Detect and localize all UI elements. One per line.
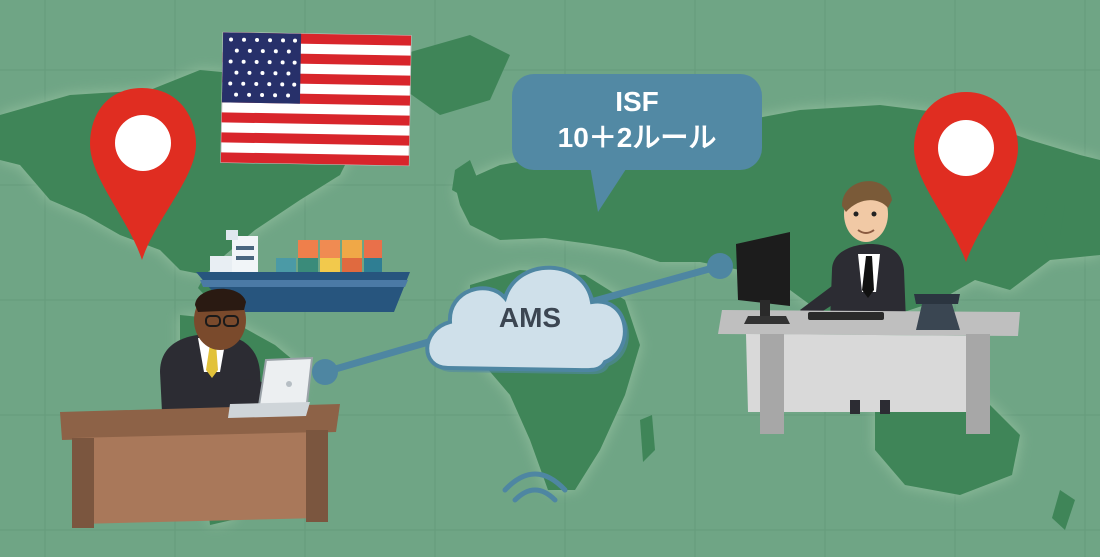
wifi-icon <box>502 471 568 503</box>
computer-monitor-icon <box>736 232 790 324</box>
right-connector-node <box>707 253 733 279</box>
location-pin-icon-right <box>914 92 1018 262</box>
cloud-icon <box>425 265 629 375</box>
laptop-icon <box>228 356 314 418</box>
speech-bubble-line2: 10＋2ルール <box>557 122 717 153</box>
speech-bubble-icon <box>512 74 762 212</box>
cargo-ship-icon <box>196 230 410 312</box>
right-businessman-desk <box>718 181 1020 434</box>
speech-bubble-text: ISF 10＋2ルール <box>512 84 762 156</box>
right-connector-line <box>576 262 724 309</box>
location-pin-icon-left <box>90 88 196 260</box>
left-connector-node <box>312 359 338 385</box>
us-flag-icon <box>220 31 412 167</box>
speech-bubble-line1: ISF <box>615 86 659 117</box>
cloud-label: AMS <box>498 302 562 333</box>
